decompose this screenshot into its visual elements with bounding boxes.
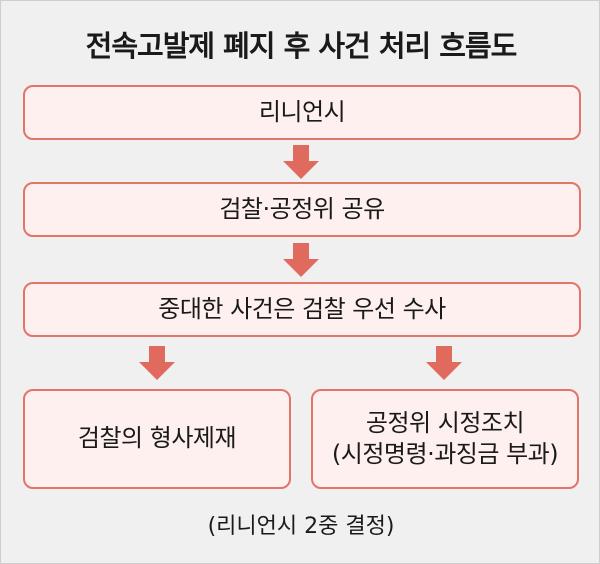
footnote: (리니언시 2중 결정) [207,514,395,539]
down-arrow-icon [283,243,319,277]
down-arrow-icon [426,346,462,380]
branch-corrective-measure-detail: (시정명령·과징금 부과) [331,440,559,468]
branch-corrective-measure-label: 공정위 시정조치 [365,408,525,437]
step-leniency-label: 리니언시 [258,97,346,126]
step-priority-investigation-label: 중대한 사건은 검찰 우선 수사 [158,294,446,323]
step-share-label: 검찰·공정위 공유 [219,194,385,223]
step-priority-investigation-box: 중대한 사건은 검찰 우선 수사 [23,282,581,337]
branch-corrective-measure-box: 공정위 시정조치 (시정명령·과징금 부과) [311,389,579,489]
branch-criminal-sanction-label: 검찰의 형사제재 [77,424,237,453]
step-leniency-box: 리니언시 [23,85,581,140]
diagram-title: 전속고발제 폐지 후 사건 처리 흐름도 [85,29,518,63]
step-share-box: 검찰·공정위 공유 [23,182,581,237]
branch-criminal-sanction-box: 검찰의 형사제재 [23,389,291,489]
down-arrow-icon [283,145,319,179]
down-arrow-icon [139,346,175,380]
